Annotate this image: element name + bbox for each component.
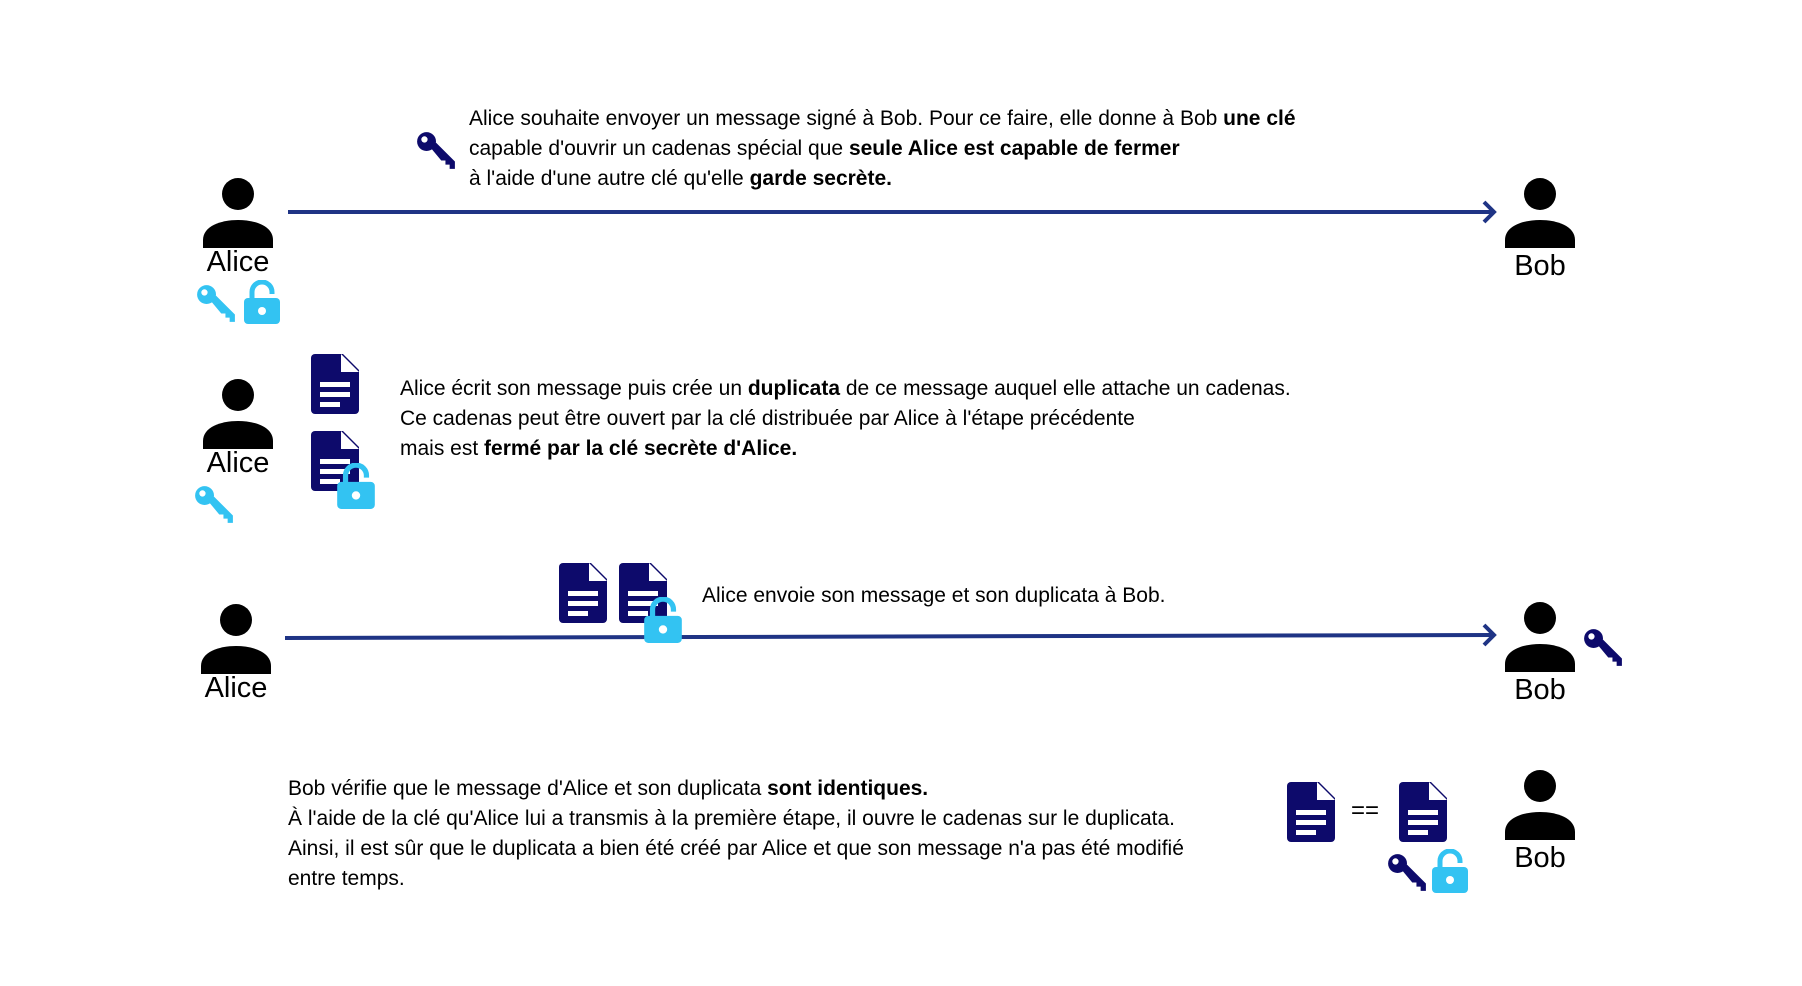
message-document-icon [311,354,359,414]
step2-text: Alice écrit son message puis crée un dup… [400,377,1291,460]
bob-person-icon [1505,770,1575,840]
duplicata-document-icon [1399,782,1447,842]
navy-key-icon [415,130,457,172]
message-document-icon [559,563,607,623]
step4-text: Bob vérifie que le message d'Alice et so… [288,777,1184,890]
bob-label: Bob [1514,250,1566,282]
step1-text: Alice souhaite envoyer un message signé … [469,107,1296,190]
bob-label: Bob [1514,674,1566,706]
step3-text: Alice envoie son message et son duplicat… [702,584,1166,607]
alice-label: Alice [206,246,270,278]
bob-navy-key-icon [1582,627,1624,669]
alice-label: Alice [204,672,268,704]
alice-cyan-key-icon [195,283,237,325]
alice-person-icon [201,604,271,674]
equals-sign: == [1351,797,1380,824]
alice-label: Alice [206,447,270,479]
opened-padlock-icon [1432,849,1468,893]
message-document-icon [1287,782,1335,842]
alice-cyan-key-icon [193,484,235,526]
bob-label: Bob [1514,842,1566,874]
duplicata-padlock-icon [644,597,682,643]
bob-navy-key-icon [1386,852,1428,894]
bob-person-icon [1505,178,1575,248]
arrow-alice-to-bob-step3 [285,623,1497,647]
arrow-alice-to-bob-step1 [288,200,1497,224]
duplicata-padlock-icon [337,463,375,509]
bob-person-icon [1505,602,1575,672]
alice-person-icon [203,178,273,248]
alice-person-icon [203,379,273,449]
alice-cyan-padlock-icon [244,280,280,324]
